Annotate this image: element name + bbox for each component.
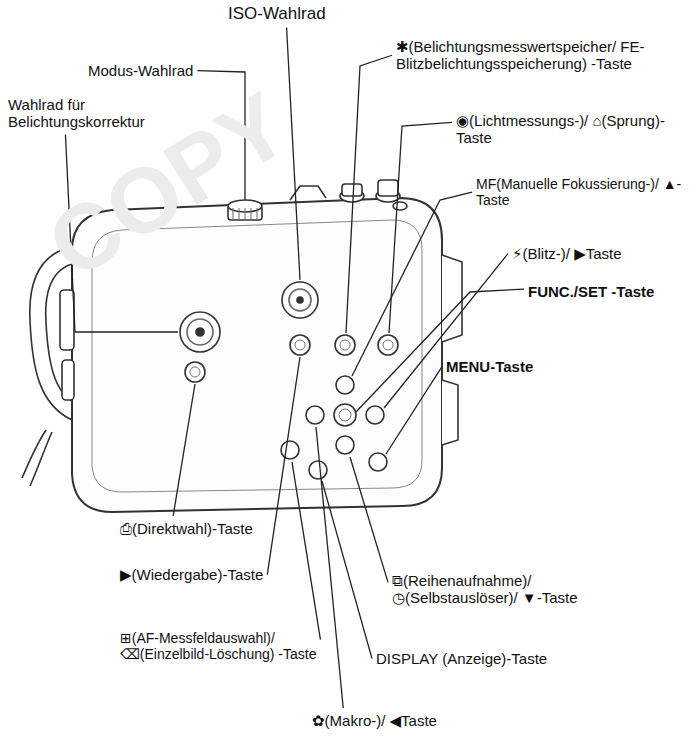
leader-line (384, 254, 508, 408)
leader-line (292, 462, 320, 640)
leader-line (386, 367, 442, 454)
callout-label: ⎙(Direktwahl)-Taste (120, 520, 253, 537)
callout-label: ⚡(Blitz-)/ ▶Taste (512, 245, 692, 262)
callout-label: Wahlrad für Belichtungskorrektur (8, 96, 173, 131)
leader-line (350, 457, 388, 582)
callout-label: DISPLAY (Anzeige)-Taste (376, 650, 547, 667)
callout-label: Modus-Wahlrad (88, 62, 193, 79)
leader-line (352, 192, 472, 376)
leader-line (389, 122, 452, 333)
callout-label: ⊞(AF-Messfeldauswahl)/ ⌫(Einzelbild-Lösc… (120, 630, 325, 662)
leader-line (173, 384, 195, 516)
callout-label: ▶(Wiedergabe)-Taste (120, 566, 263, 583)
leader-line (346, 55, 392, 333)
callout-label: MF(Manuelle Fokussierung-)/ ▲-Taste (476, 176, 691, 208)
callout-label: ISO-Wahlrad (228, 4, 326, 24)
callout-label: ⧉(Reihenaufnahme)/ ◷(Selbstauslöser)/ ▼-… (392, 572, 602, 607)
callout-label: MENU-Taste (446, 358, 533, 375)
callout-label: ✿(Makro-)/ ◀Taste (312, 712, 437, 729)
callout-label: ✱(Belichtungsmesswertspeicher/ FE-Blitzb… (396, 38, 696, 73)
leader-line (356, 289, 524, 412)
callout-label: ◉(Lichtmessungs-)/ ⌂(Sprung)-Taste (456, 112, 671, 147)
callout-label: FUNC./SET -Taste (528, 283, 658, 300)
leader-line (316, 427, 343, 708)
leader-line (267, 357, 300, 575)
